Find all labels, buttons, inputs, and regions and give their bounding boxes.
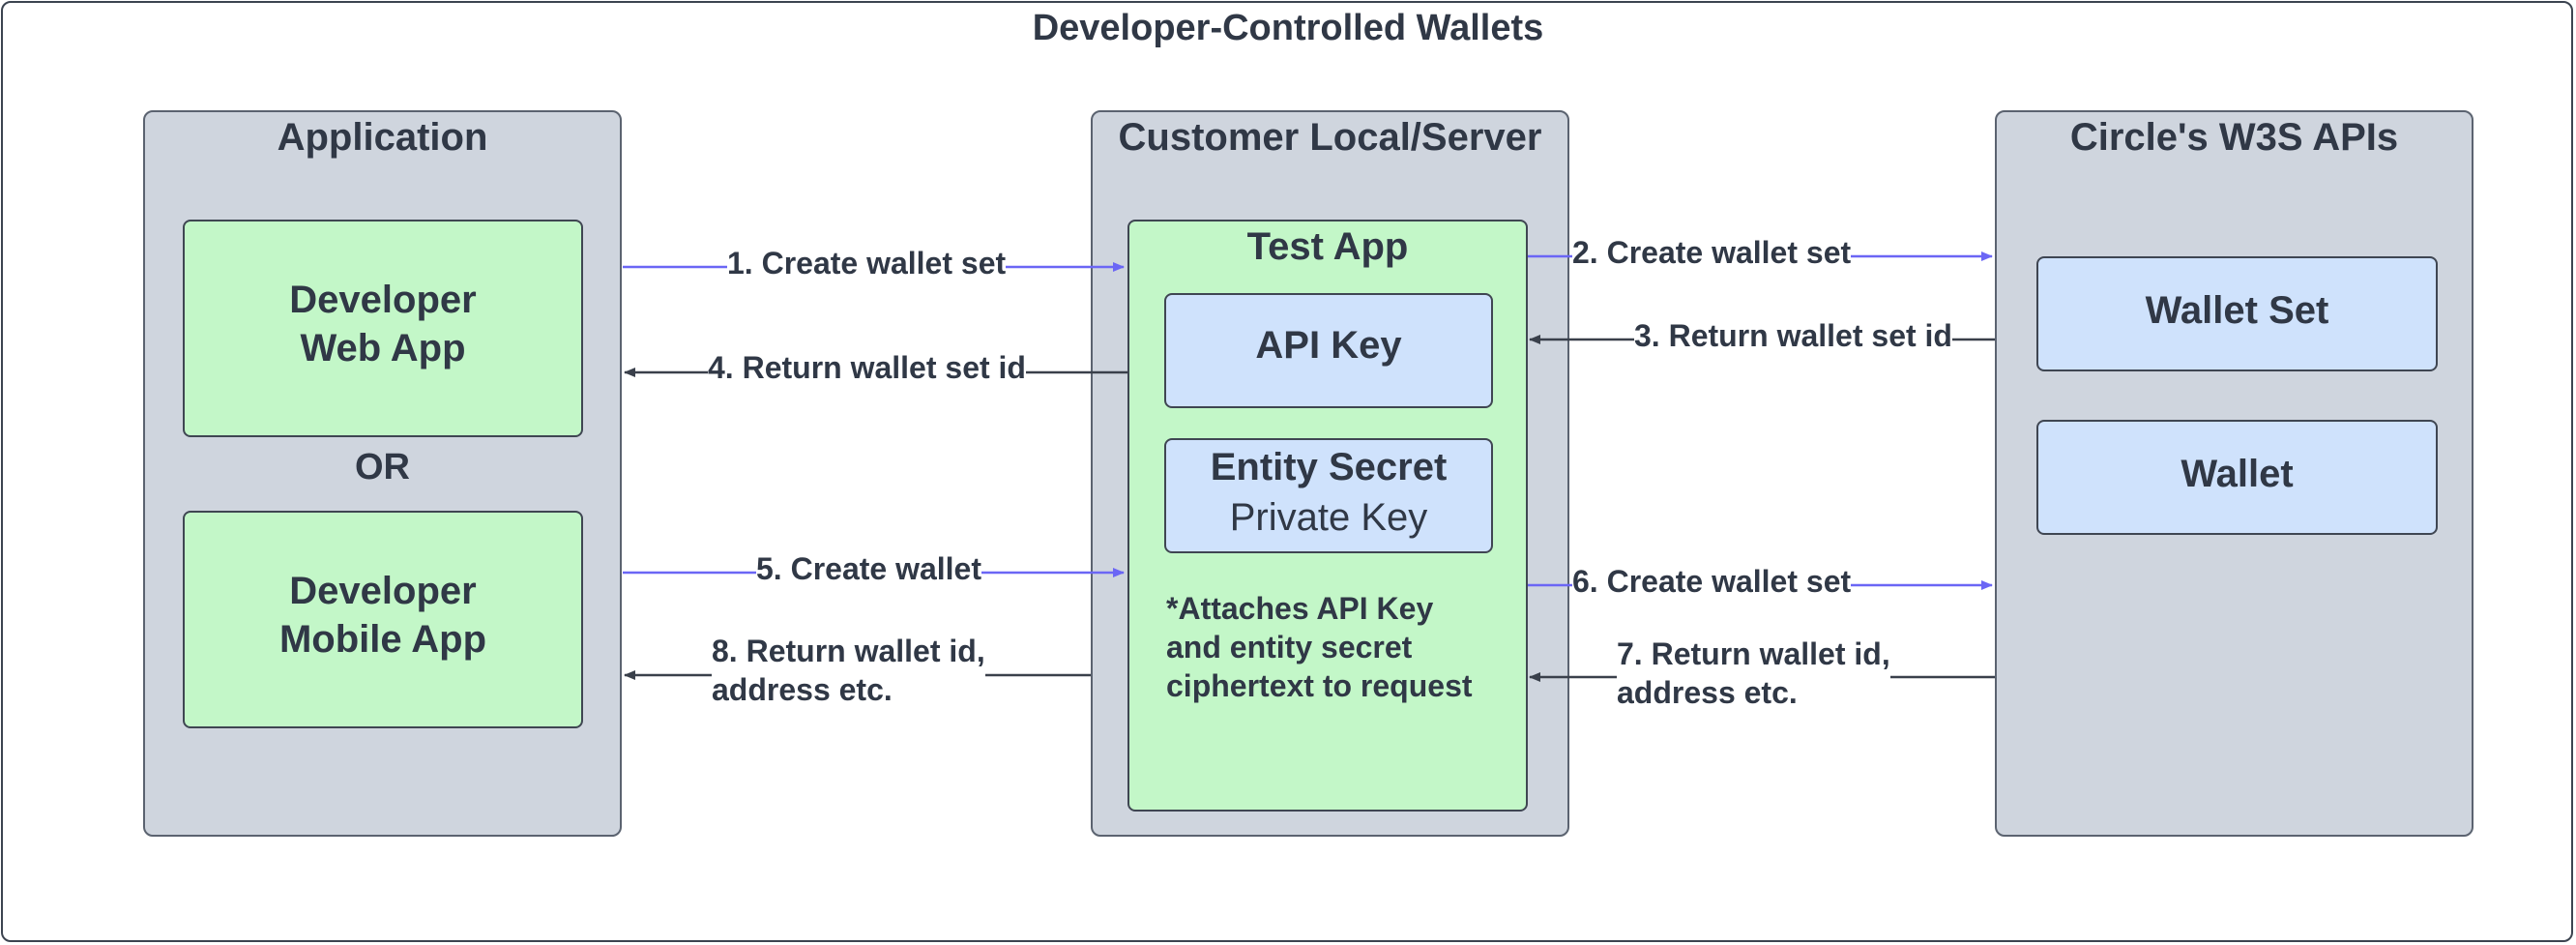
developer-web-app-label: Developer Web App xyxy=(289,279,477,369)
entity-secret-box: Entity Secret Private Key xyxy=(1164,438,1493,553)
wallet-set-label: Wallet Set xyxy=(2145,289,2329,332)
step-7-label: 7. Return wallet id, address etc. xyxy=(1617,635,1890,712)
circle-w3s-panel: Circle's W3S APIs Wallet Set Wallet xyxy=(1995,110,2474,837)
entity-secret-label: Entity Secret xyxy=(1210,446,1448,488)
developer-mobile-app-box: Developer Mobile App xyxy=(183,511,583,728)
step-1-label: 1. Create wallet set xyxy=(727,244,1007,282)
step-3-label: 3. Return wallet set id xyxy=(1634,316,1952,355)
api-key-label: API Key xyxy=(1255,324,1402,367)
application-panel: Application Developer Web App OR Develop… xyxy=(143,110,622,837)
step-4-label: 4. Return wallet set id xyxy=(708,348,1026,387)
wallet-set-box: Wallet Set xyxy=(2036,256,2438,371)
test-app-box: Test App API Key Entity Secret Private K… xyxy=(1127,220,1528,812)
customer-server-panel-title: Customer Local/Server xyxy=(1118,116,1542,159)
customer-server-panel: Customer Local/Server Test App API Key E… xyxy=(1091,110,1569,837)
developer-mobile-app-label: Developer Mobile App xyxy=(278,570,487,661)
step-5-label: 5. Create wallet xyxy=(756,549,981,588)
step-6-label: 6. Create wallet set xyxy=(1572,562,1852,601)
attach-note: *Attaches API Key and entity secret ciph… xyxy=(1166,591,1473,703)
wallet-label: Wallet xyxy=(2181,453,2294,495)
step-2-label: 2. Create wallet set xyxy=(1572,233,1852,272)
circle-w3s-panel-title: Circle's W3S APIs xyxy=(2069,116,2399,159)
developer-web-app-box: Developer Web App xyxy=(183,220,583,437)
private-key-label: Private Key xyxy=(1229,496,1428,539)
diagram-title: Developer-Controlled Wallets xyxy=(1032,8,1544,48)
wallet-box: Wallet xyxy=(2036,420,2438,535)
application-panel-title: Application xyxy=(277,116,488,159)
api-key-box: API Key xyxy=(1164,293,1493,408)
or-label: OR xyxy=(355,447,410,487)
step-8-label: 8. Return wallet id, address etc. xyxy=(712,632,985,709)
test-app-title: Test App xyxy=(1246,225,1409,268)
